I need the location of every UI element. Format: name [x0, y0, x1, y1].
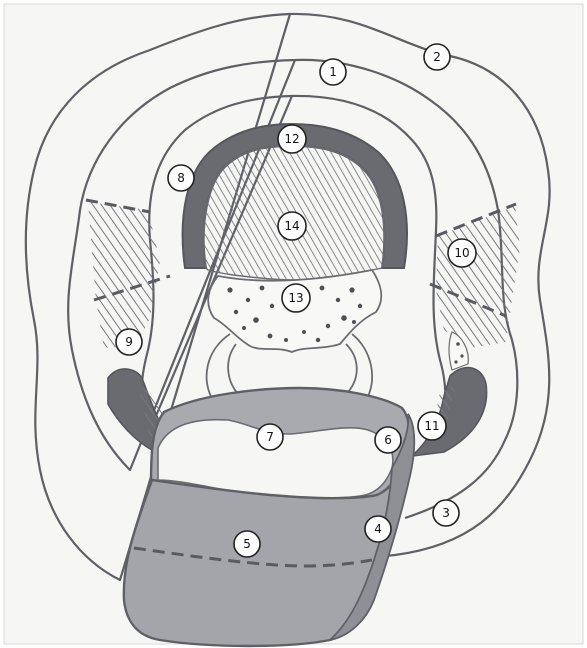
stipple-dot	[352, 320, 356, 324]
stipple-dot	[253, 317, 259, 323]
label-10-text: 10	[454, 246, 469, 260]
label-6: 6	[375, 427, 401, 453]
label-3: 3	[433, 500, 459, 526]
label-4-text: 4	[374, 522, 382, 536]
label-2-text: 2	[433, 50, 441, 64]
stipple-dot	[456, 342, 460, 346]
stipple-dot	[302, 330, 306, 334]
stipple-dot	[242, 326, 246, 330]
label-9-text: 9	[125, 335, 133, 349]
label-1-text: 1	[329, 65, 337, 79]
label-12-text: 12	[284, 132, 299, 146]
label-4: 4	[365, 516, 391, 542]
label-11-text: 11	[424, 419, 439, 433]
stipple-dot	[316, 338, 320, 342]
label-5-text: 5	[243, 537, 251, 551]
stipple-dot	[234, 310, 238, 314]
label-1: 1	[320, 59, 346, 85]
stipple-dot	[349, 287, 354, 292]
stipple-dot	[358, 304, 362, 308]
label-6-text: 6	[384, 433, 392, 447]
stipple-dot	[284, 338, 288, 342]
stipple-dot	[326, 324, 330, 328]
stipple-dot	[270, 304, 274, 308]
stipple-dot	[246, 298, 250, 302]
stipple-dot	[454, 360, 457, 363]
label-7: 7	[257, 424, 283, 450]
label-14: 14	[278, 212, 306, 240]
stipple-dot	[260, 286, 265, 291]
stipple-dot	[268, 334, 273, 339]
label-13-text: 13	[288, 291, 303, 305]
label-11: 11	[418, 412, 446, 440]
stipple-dot	[227, 287, 232, 292]
label-9: 9	[116, 329, 142, 355]
label-12: 12	[278, 125, 306, 153]
label-14-text: 14	[284, 219, 299, 233]
stipple-dot	[341, 315, 347, 321]
stipple-dot	[460, 354, 463, 357]
stipple-dot	[320, 286, 325, 291]
label-3-text: 3	[442, 506, 450, 520]
stipple-dot	[336, 298, 340, 302]
label-10: 10	[448, 239, 476, 267]
label-2: 2	[424, 44, 450, 70]
label-8: 8	[168, 165, 194, 191]
label-13: 13	[282, 284, 310, 312]
label-7-text: 7	[266, 430, 274, 444]
label-8-text: 8	[177, 171, 185, 185]
label-5: 5	[234, 531, 260, 557]
